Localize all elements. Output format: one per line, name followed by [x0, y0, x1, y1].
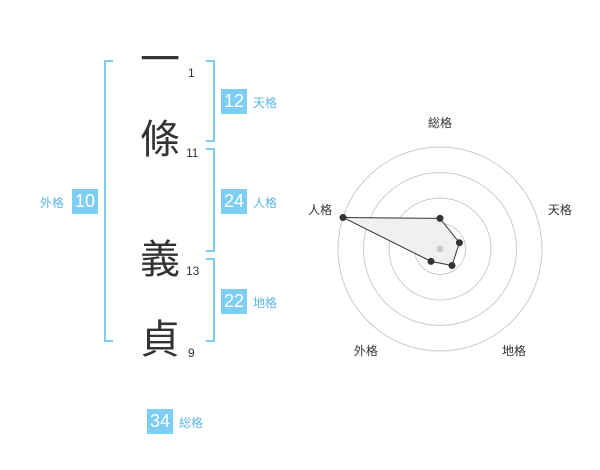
stroke-count-2: 11 — [186, 146, 199, 160]
radar-center-dot — [436, 245, 444, 253]
radar-ring-2 — [388, 197, 492, 301]
radar-axis-label-3: 地格 — [502, 343, 526, 358]
name-char-2: 條 — [140, 117, 180, 163]
name-char-1: 一 — [140, 37, 180, 83]
chikaku-value: 22 — [221, 289, 247, 314]
radar-point-3 — [448, 262, 456, 270]
jinkaku-label: 人格 — [253, 196, 278, 210]
radar-point-5 — [339, 213, 347, 221]
radar-axis-label-2: 天格 — [548, 202, 572, 217]
radar-ring-3 — [363, 172, 517, 326]
gaikaku-label: 外格 — [40, 196, 65, 210]
stroke-count-1: 1 — [188, 66, 195, 80]
tenkaku-bracket — [206, 60, 215, 142]
name-char-4: 貞 — [140, 317, 180, 363]
radar-axis-label-4: 外格 — [354, 343, 378, 358]
radar-ring-4 — [337, 146, 543, 352]
tenkaku-value: 12 — [221, 89, 247, 114]
gaikaku-bracket — [104, 60, 113, 342]
radar-point-4 — [427, 257, 435, 265]
soukaku-label: 総格 — [179, 416, 204, 430]
stroke-count-4: 9 — [188, 346, 195, 360]
radar-axis-label-5: 人格 — [308, 202, 332, 217]
tenkaku-label: 天格 — [253, 96, 278, 110]
chikaku-bracket — [206, 258, 215, 342]
jinkaku-value: 24 — [221, 189, 247, 214]
jinkaku-bracket — [206, 148, 215, 252]
radar-point-2 — [455, 239, 463, 247]
gaikaku-value: 10 — [72, 189, 98, 214]
soukaku-value: 34 — [147, 409, 173, 434]
name-char-3: 義 — [140, 237, 180, 283]
radar-axis-label-1: 総格 — [428, 115, 452, 130]
radar-area — [342, 216, 460, 267]
radar-point-1 — [436, 214, 444, 222]
chikaku-label: 地格 — [253, 296, 278, 310]
stroke-count-3: 13 — [186, 264, 200, 278]
